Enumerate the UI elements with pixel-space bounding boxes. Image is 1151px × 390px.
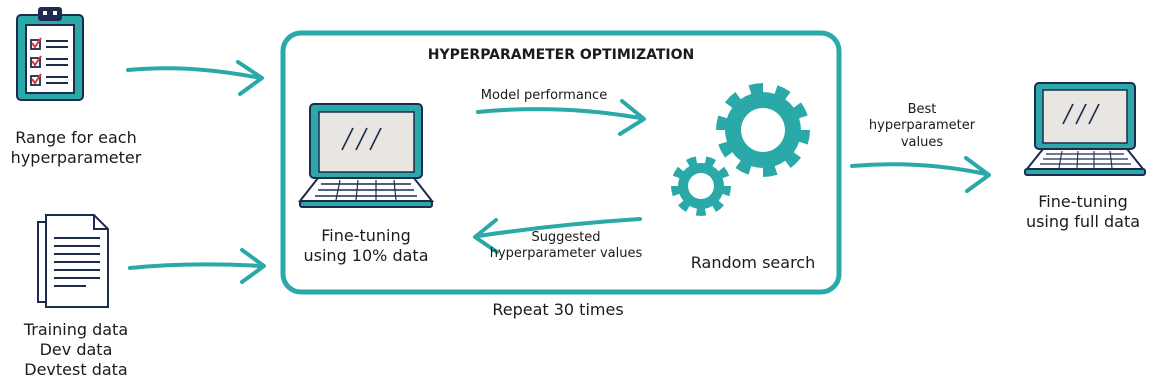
random-search-label: Random search: [690, 253, 816, 272]
arrow-data-to-box: [128, 248, 266, 284]
arrow-performance: [476, 99, 646, 136]
data-label-line-1: Training data: [23, 320, 129, 339]
suggested-label-line-2: hyperparameter values: [489, 246, 643, 262]
arrow-suggested: [473, 217, 642, 254]
gears-icon: [671, 83, 810, 216]
finetune-full-label: Fine-tuning using full data: [1016, 192, 1150, 232]
arrow-best-values: [850, 156, 991, 193]
best-label-line-3: values: [900, 134, 944, 150]
range-label-line-2: hyperparameter: [10, 148, 142, 167]
finetune-full-label-line-1: Fine-tuning: [1038, 192, 1128, 211]
data-label: Training data Dev data Devtest data: [0, 320, 152, 380]
optimization-box: [280, 30, 842, 295]
suggested-label-line-1: Suggested: [531, 230, 601, 245]
finetune-10-label-line-1: Fine-tuning: [321, 226, 411, 245]
best-values-label: Best hyperparameter values: [852, 102, 992, 151]
arrow-range-to-box: [126, 60, 264, 96]
finetune-10-label: Fine-tuning using 10% data: [296, 226, 436, 266]
finetune-full-label-line-2: using full data: [1025, 212, 1141, 231]
repeat-label: Repeat 30 times: [492, 300, 624, 319]
model-performance-label: Model performance: [480, 88, 608, 103]
range-label: Range for each hyperparameter: [0, 128, 152, 168]
laptop-icon: [1024, 82, 1146, 176]
data-label-line-3: Devtest data: [24, 360, 128, 379]
finetune-10-label-line-2: using 10% data: [303, 246, 429, 265]
large-gear-icon: [716, 83, 810, 177]
range-label-line-1: Range for each: [15, 128, 137, 147]
best-label-line-1: Best: [907, 102, 937, 117]
best-label-line-2: hyperparameter: [868, 118, 976, 134]
laptop-icon: [297, 103, 435, 208]
clipboard-checklist-icon: [16, 7, 84, 101]
document-stack-icon: [37, 214, 109, 308]
data-label-line-2: Dev data: [39, 340, 113, 359]
suggested-values-label: Suggested hyperparameter values: [478, 230, 654, 263]
small-gear-icon: [671, 156, 731, 216]
box-title: HYPERPARAMETER OPTIMIZATION: [427, 47, 695, 63]
